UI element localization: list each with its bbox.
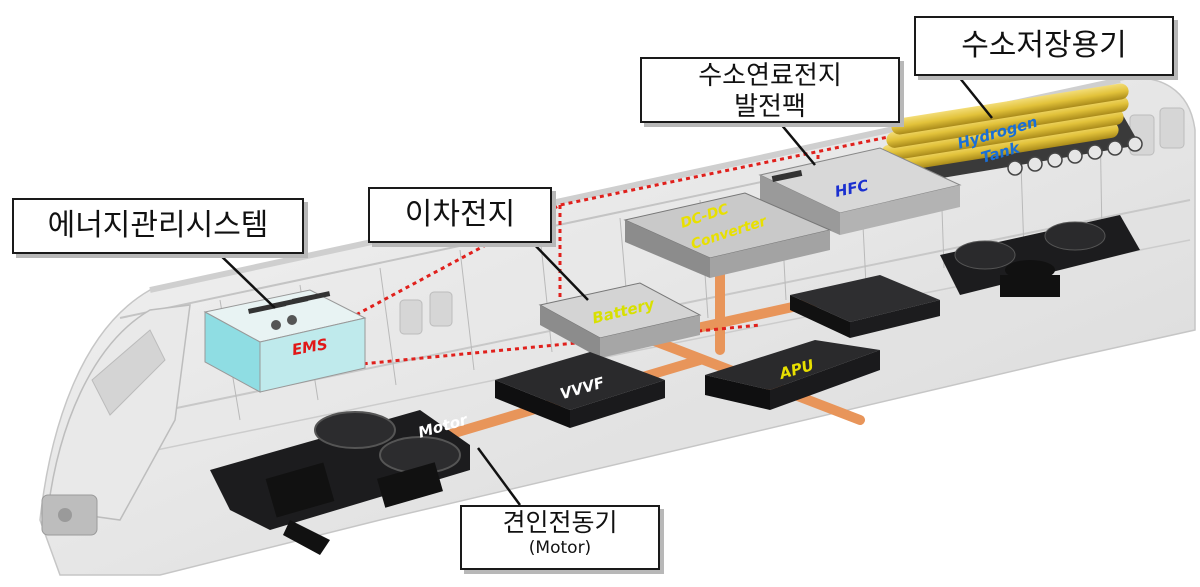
callout-energy-management-text: 에너지관리시스템	[47, 208, 269, 243]
auxiliary-dark-module	[790, 275, 940, 338]
callout-traction-motor-text: 견인전동기	[502, 508, 618, 537]
ems-module: EMS	[203, 289, 367, 393]
callout-fuel-cell-power-pack: 수소연료전지 발전팩	[640, 57, 900, 123]
callout-hydrogen-storage: 수소저장용기	[914, 16, 1174, 76]
rear-bogie	[940, 215, 1140, 297]
battery-module: Battery	[538, 282, 702, 358]
apu-module: APU	[705, 340, 880, 410]
dcdc-converter-module: DC-DC Converter	[623, 192, 832, 278]
callout-hydrogen-storage-text: 수소저장용기	[961, 28, 1127, 63]
callout-traction-motor-sub: (Motor)	[528, 537, 592, 558]
callout-fuel-cell-line2: 발전팩	[734, 91, 806, 122]
callout-traction-motor: 견인전동기 (Motor)	[460, 505, 660, 570]
front-bogie: Motor	[210, 410, 471, 555]
hfc-module: HFC	[758, 147, 962, 235]
hydrogen-tank-module: Hydrogen Tank	[876, 83, 1143, 185]
callout-energy-management-system: 에너지관리시스템	[12, 198, 304, 254]
callout-leaders	[214, 71, 993, 506]
callout-fuel-cell-line1: 수소연료전지	[698, 61, 842, 91]
callout-secondary-battery-text: 이차전지	[404, 197, 516, 232]
callout-secondary-battery: 이차전지	[368, 187, 552, 243]
vvvf-module: VVVF	[495, 352, 665, 428]
ems-label: EMS	[291, 335, 330, 359]
